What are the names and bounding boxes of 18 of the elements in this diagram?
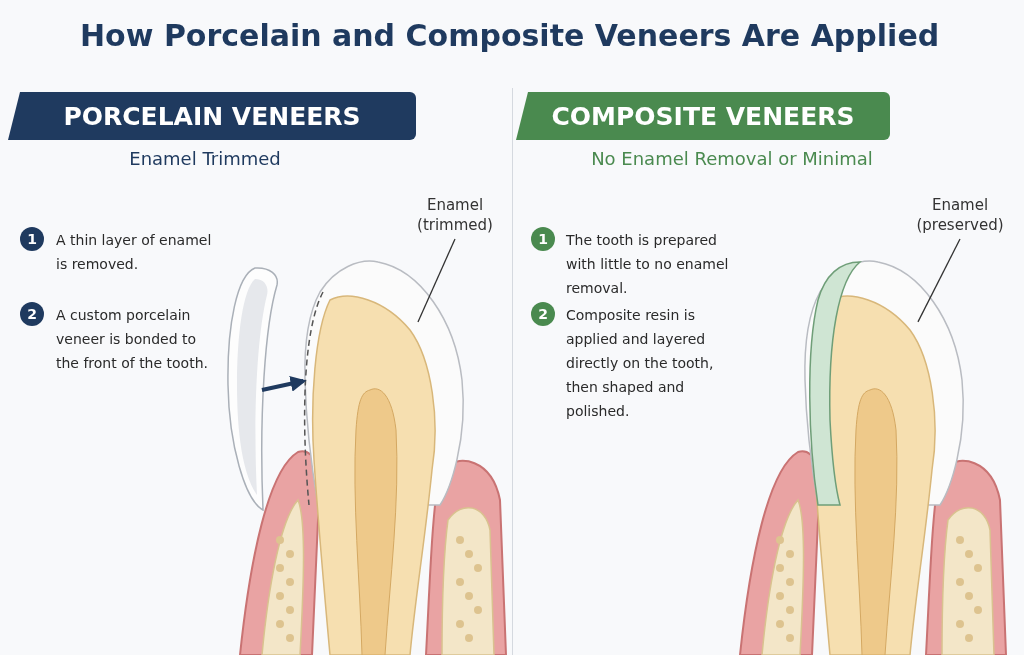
number-badge: 1 [531,227,555,251]
header-banner: PORCELAIN VENEERS [8,92,416,140]
leader-line [417,238,456,323]
number-badge: 2 [20,302,44,326]
step-text: A custom porcelain veneer is bonded to the front of the tooth. [56,306,209,373]
number-badge: 2 [531,302,555,326]
leader-line [917,238,961,323]
callout-label: Enamel (trimmed) [408,195,502,239]
number-badge: 1 [20,227,44,251]
subtitle: Enamel Trimmed [128,148,282,169]
callout-label: Enamel (preserved) [910,195,1010,239]
subtitle: No Enamel Removal or Minimal [590,148,874,169]
step-text: The tooth is prepared with little to no enamel removal. [566,231,730,298]
header-banner: COMPOSITE VENEERS [516,92,890,140]
arrow [261,375,307,392]
title: How Porcelain and Composite Veneers Are Applied [80,18,940,53]
step-text: Composite resin is applied and layered directly on the tooth, then shaped and polished. [566,306,715,421]
step-text: A thin layer of enamel is removed. [56,231,213,274]
